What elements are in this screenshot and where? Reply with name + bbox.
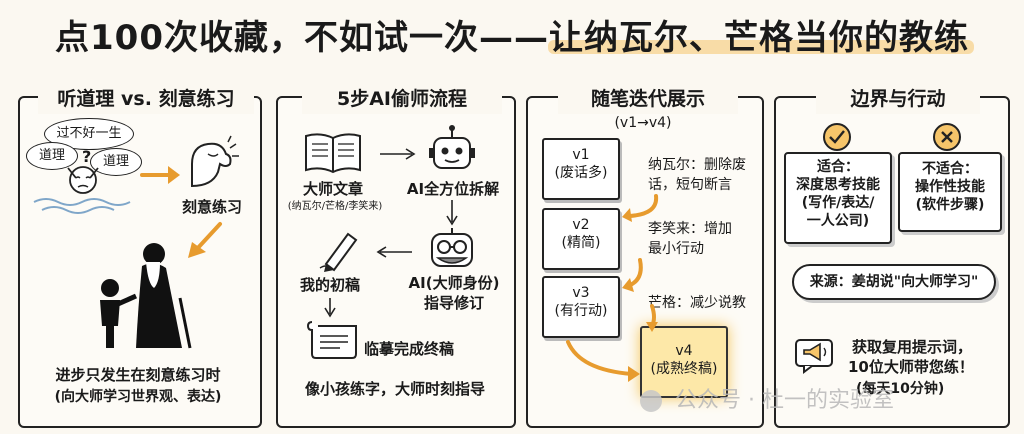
comment-lixiaolai-1: 李笑来：增加 [648,221,732,237]
master-and-child-icon [100,243,192,349]
workflow-caption: 像小孩练字，大师时刻指导 [304,380,485,398]
comment-navaler-2: 话，短句断言 [648,177,732,193]
flexed-arm-icon [191,135,239,188]
cta-line-2: 10位大师带您练！ [848,358,974,376]
question-mark: ? [82,147,92,166]
check-icon [823,123,851,151]
bubble-top: 过不好一生 [44,118,134,150]
suitable-card: 适合： 深度思考技能 (写作/表达/ 一人公司) [784,152,892,244]
panel-workflow-heading: 5步AI偷师流程 [302,84,502,114]
draft-v1: v1 (废话多) [542,138,620,200]
step1-sub: (纳瓦尔/芒格/李笑来) [287,201,383,212]
panel-iterations-heading: 随笔迭代展示 [558,84,738,114]
robot-icon [429,125,475,169]
arrow-step4-5 [324,298,336,318]
watermark: 公众号 · 杜一的实验室 [640,382,894,414]
cross-icon [933,123,961,151]
source-bubble: 来源：姜胡说"向大师学习" [792,264,996,300]
pen-icon [319,232,358,272]
practice-caption-2: (向大师学习世界观、表达) [54,389,222,405]
draft-v4: v4 (成熟终稿) [640,326,728,398]
arrow-step1-2 [380,148,416,160]
bubble-right: 道理 [90,148,142,176]
arrow-to-master [188,222,222,258]
step2-label: AI全方位拆解 [406,180,500,198]
cta-line-3: (每天10分钟) [856,381,945,397]
panel-boundaries-heading: 边界与行动 [816,84,980,114]
step1-label: 大师文章 [302,180,363,198]
comment-lixiaolai-2: 最小行动 [648,241,704,257]
iteration-arrows [566,194,659,382]
step3-label: AI(大师身份) [408,274,500,292]
step5-label: 临摹完成终稿 [364,340,455,358]
scroll-icon [306,321,357,359]
arrow-to-practice [140,166,180,184]
bubble-left: 道理 [26,142,78,170]
step4-label: 我的初稿 [299,276,360,294]
arrow-step2-3 [446,200,458,226]
iterations-sub: (v1→v4) [614,115,672,131]
megaphone-icon [795,339,833,374]
panel-practice-heading: 听道理 vs. 刻意练习 [38,84,254,114]
panel-boundaries [774,96,1010,428]
master-robot-icon [431,228,473,267]
cta-line-1: 获取复用提示词， [852,338,973,356]
step3-label-2: 指导修订 [423,294,484,312]
arrow-step3-4 [376,246,412,258]
comment-navaler-1: 纳瓦尔：删除废 [648,157,746,173]
page-title: 点100次收藏，不如试一次——让纳瓦尔、芒格当你的教练 [0,10,1024,59]
practice-label: 刻意练习 [181,198,242,216]
wechat-icon [640,390,662,412]
unsuitable-card: 不适合： 操作性技能 (软件步骤) [898,152,1002,232]
draft-v3: v3 (有行动) [542,276,620,338]
practice-caption-1: 进步只发生在刻意练习时 [55,366,221,384]
open-book-icon [305,133,361,174]
draft-v2: v2 (精简) [542,208,620,270]
drowning-person-icon [33,166,131,214]
comment-munger: 芒格：减少说教 [648,295,746,311]
